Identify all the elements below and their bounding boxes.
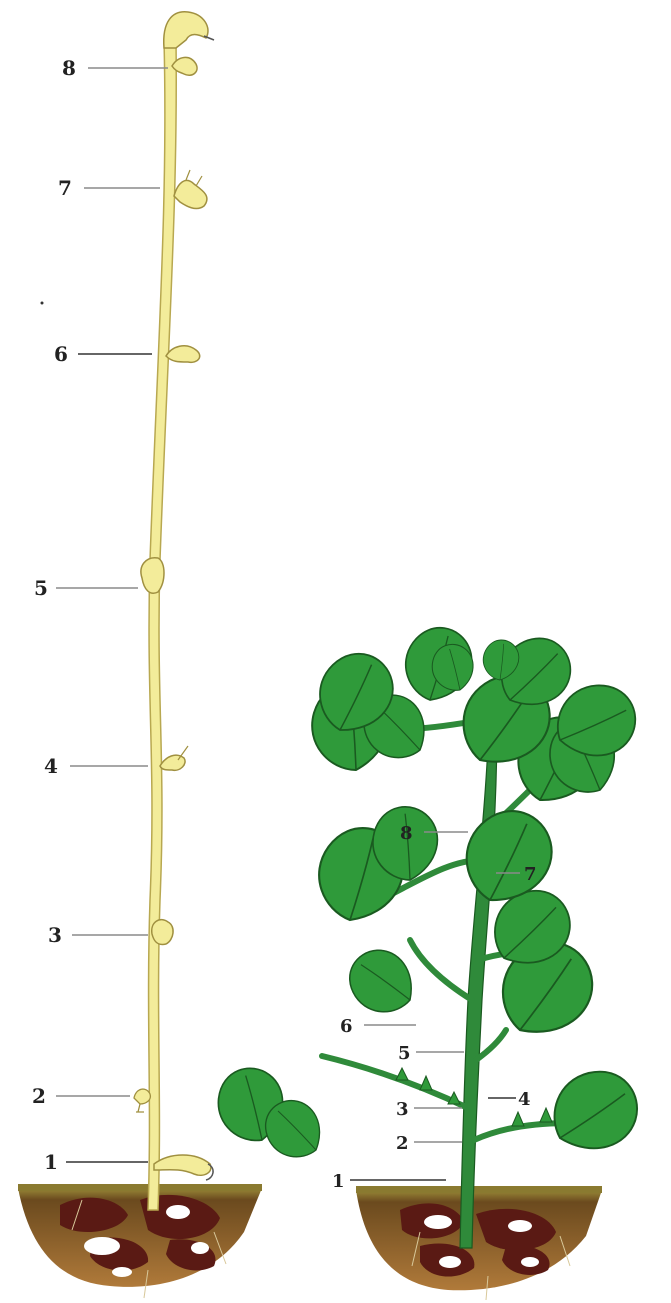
scale-leaf-5 (141, 558, 164, 593)
etiolated-apical-hook (164, 12, 208, 48)
scale-leaf-7 (174, 180, 207, 208)
green-label-8: 8 (400, 823, 413, 844)
etiolated-label-7: 7 (58, 176, 72, 200)
etiolated-label-6: 6 (54, 342, 68, 366)
etiolated-label-1: 1 (44, 1150, 58, 1174)
green-label-2: 2 (396, 1133, 409, 1154)
green-label-6: 6 (340, 1016, 353, 1037)
green-label-1: 1 (332, 1171, 345, 1192)
etiolated-label-3: 3 (48, 923, 62, 947)
green-main-stem (460, 690, 497, 1248)
etiolated-stem (148, 40, 176, 1210)
green-label-3: 3 (396, 1099, 409, 1120)
scale-leaf-3 (152, 920, 173, 945)
green-plant: 8 7 6 5 4 3 2 1 (208, 615, 641, 1300)
etiolated-label-2: 2 (32, 1084, 46, 1108)
scale-leaf-1 (154, 1155, 211, 1175)
scale-leaf-6 (166, 346, 200, 363)
etiolated-label-5: 5 (34, 576, 48, 600)
scale-leaf-4 (160, 755, 185, 770)
scale-leaf-2 (134, 1089, 150, 1104)
etiolated-label-4: 4 (44, 754, 58, 778)
green-label-5: 5 (398, 1043, 411, 1064)
etiolated-label-8: 8 (62, 56, 76, 80)
green-label-4: 4 (518, 1089, 531, 1110)
soil-right (356, 1186, 602, 1300)
soil-left (18, 1184, 262, 1298)
green-label-7: 7 (524, 864, 537, 885)
stray-dot (41, 302, 44, 305)
